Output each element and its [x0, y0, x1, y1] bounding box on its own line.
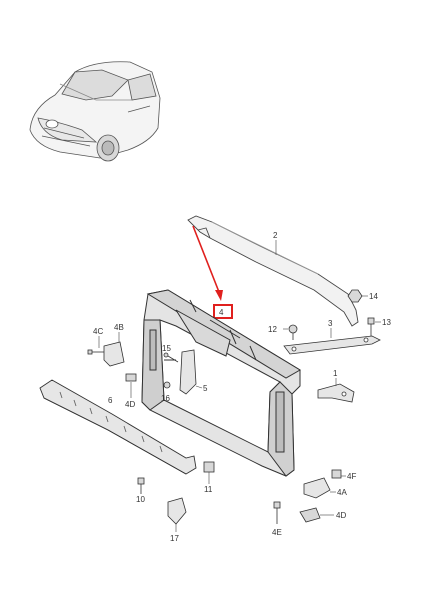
- label-13: 13: [382, 318, 391, 327]
- label-4D-right: 4D: [336, 511, 346, 520]
- part-4E-bolt: [273, 501, 281, 524]
- part-14-nut: [347, 289, 363, 303]
- label-10: 10: [136, 495, 145, 504]
- part-11-clip: [203, 461, 215, 473]
- label-12: 12: [268, 325, 277, 334]
- part-4D-clip-left: [125, 373, 137, 382]
- label-4C: 4C: [93, 327, 103, 336]
- part-12-bolt: [288, 324, 298, 340]
- label-3: 3: [328, 319, 333, 328]
- part-17-bracket: [167, 497, 187, 525]
- label-4D-left: 4D: [125, 400, 135, 409]
- part-4C-bolt: [87, 349, 104, 355]
- label-4B: 4B: [114, 323, 124, 332]
- label-2: 2: [273, 231, 278, 240]
- upper-crossmember-part: [187, 215, 359, 327]
- label-11: 11: [204, 485, 213, 494]
- part-4A-bracket: [303, 477, 331, 499]
- part-labels: 2 4 14 13 12 3 1 4C 4B 15 5 16 4D 6 10 1…: [93, 231, 391, 543]
- label-16: 16: [161, 394, 170, 403]
- label-15: 15: [162, 344, 171, 353]
- part-4B-bracket: [103, 341, 125, 367]
- label-17: 17: [170, 534, 179, 543]
- part-15-screw: [163, 352, 179, 363]
- part-4D-clip-right: [299, 507, 321, 523]
- part-16-clip: [163, 381, 171, 389]
- part-10-bolt: [137, 477, 145, 494]
- highlight-arrow: [192, 225, 223, 301]
- label-14: 14: [369, 292, 378, 301]
- part-1-bracket: [317, 383, 355, 403]
- label-1: 1: [333, 369, 338, 378]
- part-5-bracket: [179, 349, 197, 395]
- lower-crossmember-part: [39, 379, 197, 475]
- label-5: 5: [203, 384, 208, 393]
- label-4A: 4A: [337, 488, 347, 497]
- highlight-box: [213, 304, 233, 319]
- vehicle-illustration: [29, 61, 161, 162]
- part-13-bolt: [367, 317, 375, 336]
- part-4F-clip: [331, 469, 342, 479]
- part-3-bracket: [283, 335, 381, 355]
- label-4: 4: [219, 308, 224, 317]
- label-4E: 4E: [272, 528, 282, 537]
- label-4F: 4F: [347, 472, 356, 481]
- label-6: 6: [108, 396, 113, 405]
